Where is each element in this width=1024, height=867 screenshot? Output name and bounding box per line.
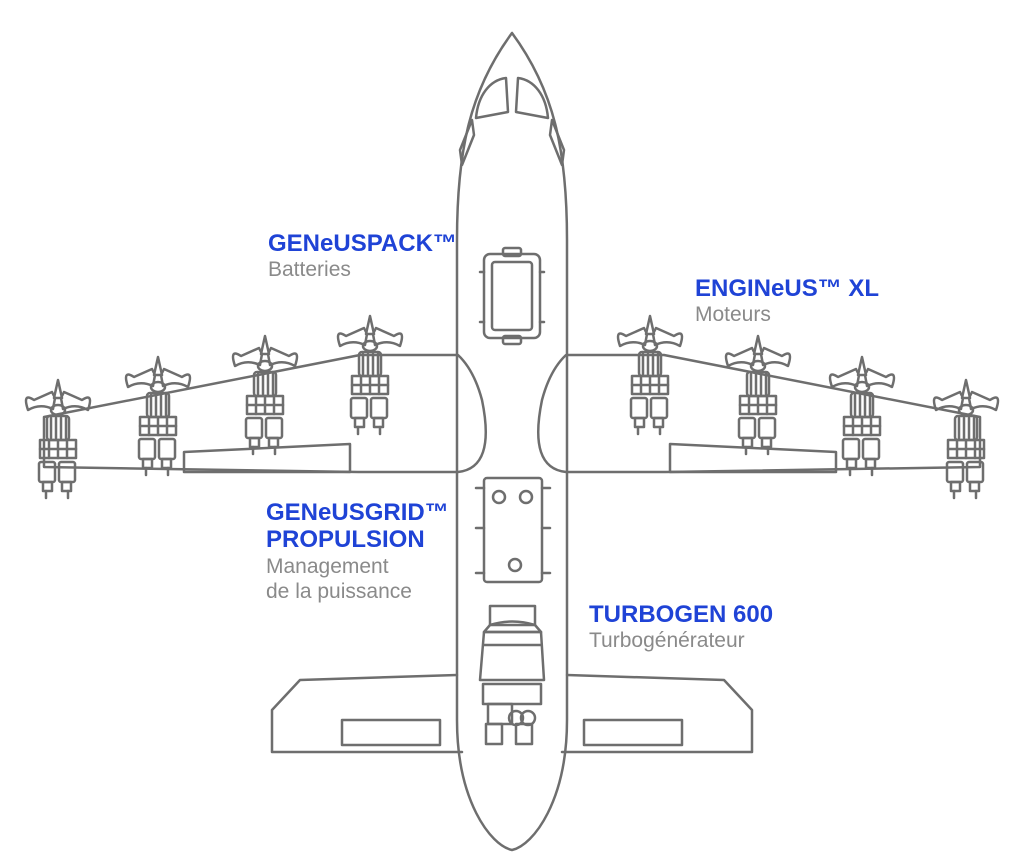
left-wing xyxy=(42,353,487,474)
engines-title: ENGINeUS™ XL xyxy=(695,275,880,302)
grid-title-line2: PROPULSION xyxy=(266,525,425,553)
right-wing-flap xyxy=(668,442,838,474)
fuselage xyxy=(455,31,569,852)
engine-left-3 xyxy=(124,355,192,477)
engines-subtitle: Moteurs xyxy=(695,302,771,326)
left-wing-flap xyxy=(182,442,352,474)
grid-subtitle-line2: de la puissance xyxy=(266,579,412,603)
engine-left-2 xyxy=(231,334,299,456)
batteries-title: GENeUSPACK™ xyxy=(268,230,457,257)
power-management-component xyxy=(474,476,552,584)
callout-power-management: GENeUSGRID™ PROPULSION Management de la … xyxy=(266,499,449,604)
battery-pack-component xyxy=(478,246,546,346)
turbogen-subtitle: Turbogénérateur xyxy=(589,628,745,652)
turbogen-title: TURBOGEN 600 xyxy=(589,601,774,628)
engine-right-3 xyxy=(828,355,896,477)
engine-right-2 xyxy=(724,334,792,456)
grid-subtitle-line1: Management xyxy=(266,554,389,578)
engine-right-4 xyxy=(932,378,1000,500)
left-horizontal-stabilizer xyxy=(270,673,464,754)
batteries-subtitle: Batteries xyxy=(268,257,351,281)
left-elevator xyxy=(340,718,442,747)
engine-left-1 xyxy=(336,314,404,436)
engine-left-4 xyxy=(24,378,92,500)
right-wing xyxy=(537,353,982,474)
grid-title-line1: GENeUSGRID™ xyxy=(266,499,449,526)
callout-engines: ENGINeUS™ XL Moteurs xyxy=(695,275,880,326)
callout-turbogenerator: TURBOGEN 600 Turbogénérateur xyxy=(589,601,774,652)
cockpit-windows xyxy=(458,76,566,167)
engine-right-1 xyxy=(616,314,684,436)
right-horizontal-stabilizer xyxy=(560,673,754,754)
turbogenerator-component xyxy=(478,604,546,746)
right-elevator xyxy=(582,718,684,747)
callout-batteries: GENeUSPACK™ Batteries xyxy=(268,230,457,281)
